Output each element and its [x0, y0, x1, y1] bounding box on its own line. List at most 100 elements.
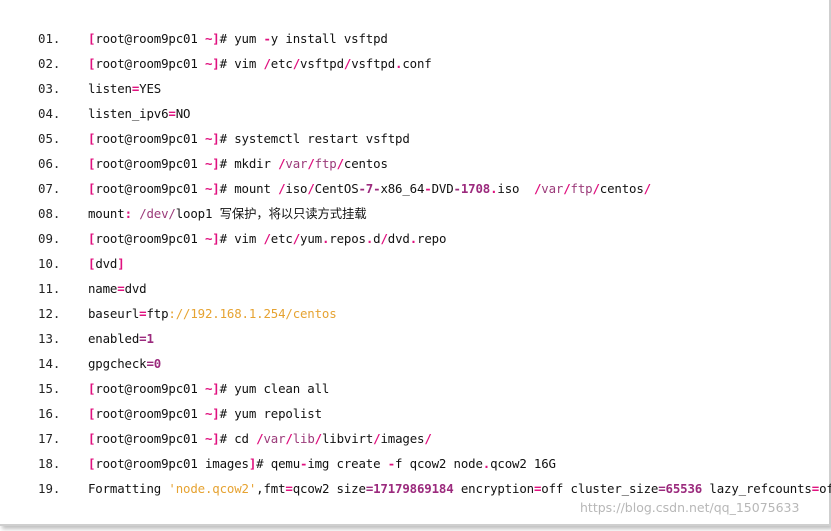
code-token: root@room9pc01: [95, 131, 205, 146]
code-token: /: [343, 56, 352, 71]
code-token: =: [285, 481, 293, 496]
code-line: 01.[root@room9pc01 ~]# yum -y install vs…: [0, 26, 829, 51]
code-token: =: [168, 106, 176, 121]
code-token: ]: [248, 456, 257, 471]
code-line: 15.[root@room9pc01 ~]# yum clean all: [0, 376, 829, 401]
code-token: ~]: [204, 231, 220, 246]
code-token: img create: [307, 456, 388, 471]
code-token: [: [88, 381, 96, 396]
code-token: qcow2 size: [292, 481, 366, 496]
code-line: 04. listen_ipv6=NO: [0, 101, 829, 126]
code-token: /: [292, 56, 301, 71]
code-token: centos: [599, 181, 644, 196]
code-token: [: [88, 431, 96, 446]
code-token: repo: [417, 231, 447, 246]
code-token: -: [387, 456, 396, 471]
code-token: ftp: [570, 181, 593, 196]
code-token: /: [256, 431, 264, 446]
code-token: vsftpd: [300, 56, 344, 71]
code-block: 01.[root@room9pc01 ~]# yum -y install vs…: [0, 26, 831, 501]
line-content: [root@room9pc01 images]# qemu-img create…: [88, 451, 556, 476]
code-token: [: [88, 256, 96, 271]
code-token: /: [336, 156, 344, 171]
code-token: YES: [139, 81, 162, 96]
code-token: =: [811, 481, 820, 496]
code-token: ~]: [204, 431, 220, 446]
code-token: iso: [497, 181, 534, 196]
code-token: # yum repolist: [219, 406, 322, 421]
code-token: =: [139, 306, 147, 321]
code-token: /: [307, 181, 315, 196]
code-token: root@room9pc01: [95, 156, 205, 171]
code-token: /: [643, 181, 651, 196]
code-token: fmt: [263, 481, 286, 496]
code-token: f qcow2 node: [395, 456, 483, 471]
line-content: mount: /dev/loop1 写保护，将以只读方式挂载: [88, 201, 367, 226]
code-token: :: [124, 206, 140, 221]
code-token: /: [563, 181, 571, 196]
line-content: enabled=1: [88, 326, 154, 351]
code-token: ,: [256, 481, 264, 496]
code-token: root@room9pc01: [95, 31, 205, 46]
code-token: var: [285, 156, 308, 171]
line-content: listen=YES: [88, 76, 161, 101]
code-token: /: [285, 431, 293, 446]
code-token: ~]: [204, 31, 220, 46]
code-token: =1: [139, 331, 154, 346]
line-content: [root@room9pc01 ~]# mount /iso/CentOS-7-…: [88, 176, 651, 201]
line-number: 19.: [38, 481, 61, 496]
code-token: ftp: [314, 156, 337, 171]
code-token: iso: [285, 181, 308, 196]
watermark: https://blog.csdn.net/qq_15075633: [580, 500, 800, 515]
line-content: [root@room9pc01 ~]# mkdir /var/ftp/cento…: [88, 151, 388, 176]
code-token: ftp: [146, 306, 169, 321]
code-token: ~]: [204, 56, 220, 71]
code-token: .: [490, 181, 498, 196]
code-token: gpgcheck: [88, 356, 147, 371]
code-line: 14. gpgcheck=0: [0, 351, 829, 376]
code-token: d: [373, 231, 381, 246]
code-token: -: [263, 31, 271, 46]
code-line: 13.enabled=1: [0, 326, 829, 351]
code-token: =17179869184: [365, 481, 454, 496]
code-token: off cluster_size: [541, 481, 659, 496]
code-token: /dev/: [139, 206, 176, 221]
code-line: 18. [root@room9pc01 images]# qemu-img cre…: [0, 451, 829, 476]
code-token: qcow2 16G: [490, 456, 556, 471]
code-token: NO: [175, 106, 191, 121]
line-number: 06.: [38, 156, 61, 171]
line-number: 07.: [38, 181, 61, 196]
line-content: [dvd]: [88, 251, 125, 276]
line-content: listen_ipv6=NO: [88, 101, 191, 126]
line-number: 08.: [38, 206, 61, 221]
code-token: # mount: [219, 181, 279, 196]
line-content: [root@room9pc01 ~]# vim /etc/vsftpd/vsft…: [88, 51, 432, 76]
line-content: name=dvd: [88, 276, 147, 301]
code-token: conf: [402, 56, 432, 71]
code-token: root@room9pc01: [95, 231, 205, 246]
line-content: gpgcheck=0: [88, 351, 161, 376]
code-token: DVD: [431, 181, 454, 196]
line-content: [root@room9pc01 ~]# systemctl restart vs…: [88, 126, 410, 151]
code-token: .: [482, 456, 491, 471]
line-number: 18.: [38, 456, 61, 471]
code-line: 08. mount: /dev/loop1 写保护，将以只读方式挂载: [0, 201, 829, 226]
line-number: 02.: [38, 56, 61, 71]
code-token: -7-: [358, 181, 381, 196]
code-token: .: [321, 231, 330, 246]
line-number: 04.: [38, 106, 61, 121]
code-token: ~]: [204, 131, 220, 146]
code-line: 06. [root@room9pc01 ~]# mkdir /var/ftp/ce…: [0, 151, 829, 176]
code-token: =: [131, 81, 140, 96]
code-token: [: [88, 181, 96, 196]
code-token: /: [263, 231, 271, 246]
code-token: /: [533, 181, 542, 196]
code-token: /: [592, 181, 600, 196]
code-token: /: [307, 156, 315, 171]
code-token: [: [88, 156, 96, 171]
line-number: 14.: [38, 356, 61, 371]
code-token: =: [117, 281, 125, 296]
code-token: encryption: [453, 481, 534, 496]
code-token: [: [88, 456, 96, 471]
code-line: 02. [root@room9pc01 ~]# vim /etc/vsftpd/v…: [0, 51, 829, 76]
